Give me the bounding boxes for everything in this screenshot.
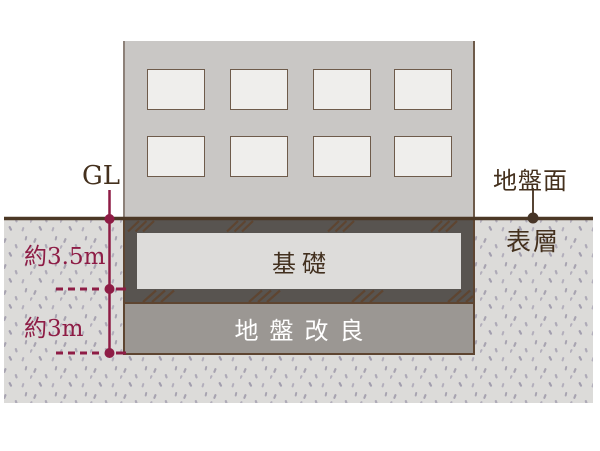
window: [230, 69, 288, 110]
foundation-box: 基礎: [137, 233, 461, 289]
window: [394, 69, 452, 110]
depth-dot-bottom: [104, 348, 115, 358]
depth-dot-mid: [104, 284, 115, 294]
surface-layer-label: 表層: [506, 227, 561, 256]
window: [230, 136, 288, 177]
window: [313, 136, 371, 177]
window: [147, 136, 205, 177]
depth-dot-gl: [104, 214, 115, 224]
ground-improvement-box: 地盤改良: [123, 304, 475, 355]
improvement-depth-label: 約3m: [24, 316, 84, 342]
window: [313, 69, 371, 110]
window: [147, 69, 205, 110]
ground-improvement-label: 地盤改良: [234, 317, 375, 345]
building: [123, 41, 475, 219]
gl-label: GL: [82, 161, 121, 191]
window: [394, 136, 452, 177]
foundation-label: 基礎: [272, 249, 332, 278]
ground-surface-label: 地盤面: [493, 167, 568, 195]
foundation-depth-label: 約3.5m: [24, 244, 106, 270]
